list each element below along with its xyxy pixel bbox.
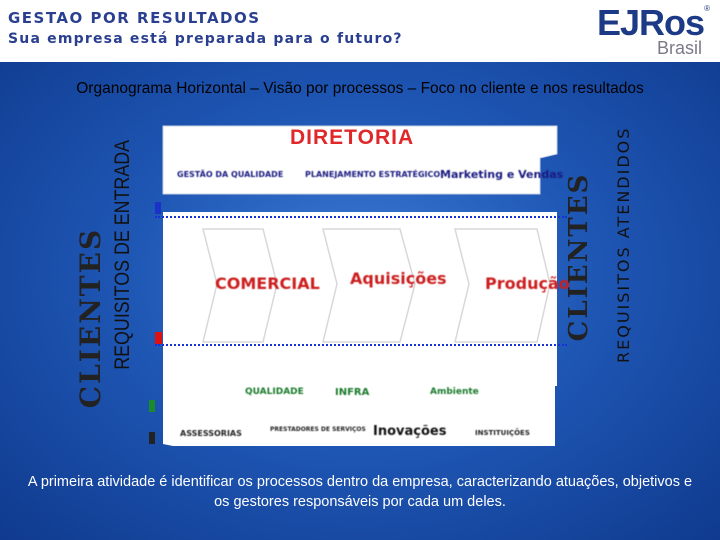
logo-registered-mark: ®: [704, 4, 710, 13]
logo-sub-text: Brasil: [656, 38, 702, 58]
header-title: GESTAO POR RESULTADOS: [8, 9, 261, 27]
infra-label: INFRA: [335, 387, 370, 398]
header-subtitle: Sua empresa está preparada para o futuro…: [8, 31, 403, 47]
slide-caption: Organograma Horizontal – Visão por proce…: [76, 80, 644, 97]
diagram-shapes: [149, 125, 558, 446]
diretoria-label: DIRETORIA: [290, 126, 415, 149]
aquisicoes-label: Aquisições: [350, 269, 447, 288]
logo-main-text: EJRos: [596, 2, 705, 43]
dotted-divider-top: [155, 216, 567, 218]
producao-label: Produção: [485, 274, 570, 293]
inovacoes-label: Inovações: [373, 424, 447, 439]
dotted-divider-bottom: [155, 344, 567, 346]
qualidade-label: QUALIDADE: [245, 387, 304, 397]
left-requisitos-label: REQUISITOS DE ENTRADA: [111, 139, 134, 370]
prestadores-label: PRESTADORES DE SERVIÇOS: [270, 426, 366, 433]
assessorias-label: ASSESSORIAS: [180, 429, 242, 438]
gestao-qualidade-label: GESTÃO DA QUALIDADE: [177, 170, 284, 179]
footer-text: A primeira atividade é identificar os pr…: [27, 474, 693, 510]
marketing-vendas-label: Marketing e Vendas: [440, 168, 564, 181]
instituicoes-label: INSTITUIÇÕES: [475, 429, 530, 437]
right-requisitos-label: REQUISITOS ATENDIDOS: [614, 126, 633, 363]
planejamento-label: PLANEJAMENTO ESTRATÉGICO: [305, 170, 441, 179]
process-diagram: DIRETORIA GESTÃO DA QUALIDADE PLANEJAMEN…: [145, 124, 570, 484]
ejros-logo: EJRos Brasil ®: [580, 2, 710, 60]
comercial-label: COMERCIAL: [215, 274, 320, 293]
left-clientes-label: CLIENTES: [74, 227, 107, 409]
right-clientes-label: CLIENTES: [564, 172, 594, 342]
slide-body: Organograma Horizontal – Visão por proce…: [0, 62, 720, 540]
header-bar: GESTAO POR RESULTADOS Sua empresa está p…: [0, 0, 720, 62]
ambiente-label: Ambiente: [430, 387, 479, 397]
